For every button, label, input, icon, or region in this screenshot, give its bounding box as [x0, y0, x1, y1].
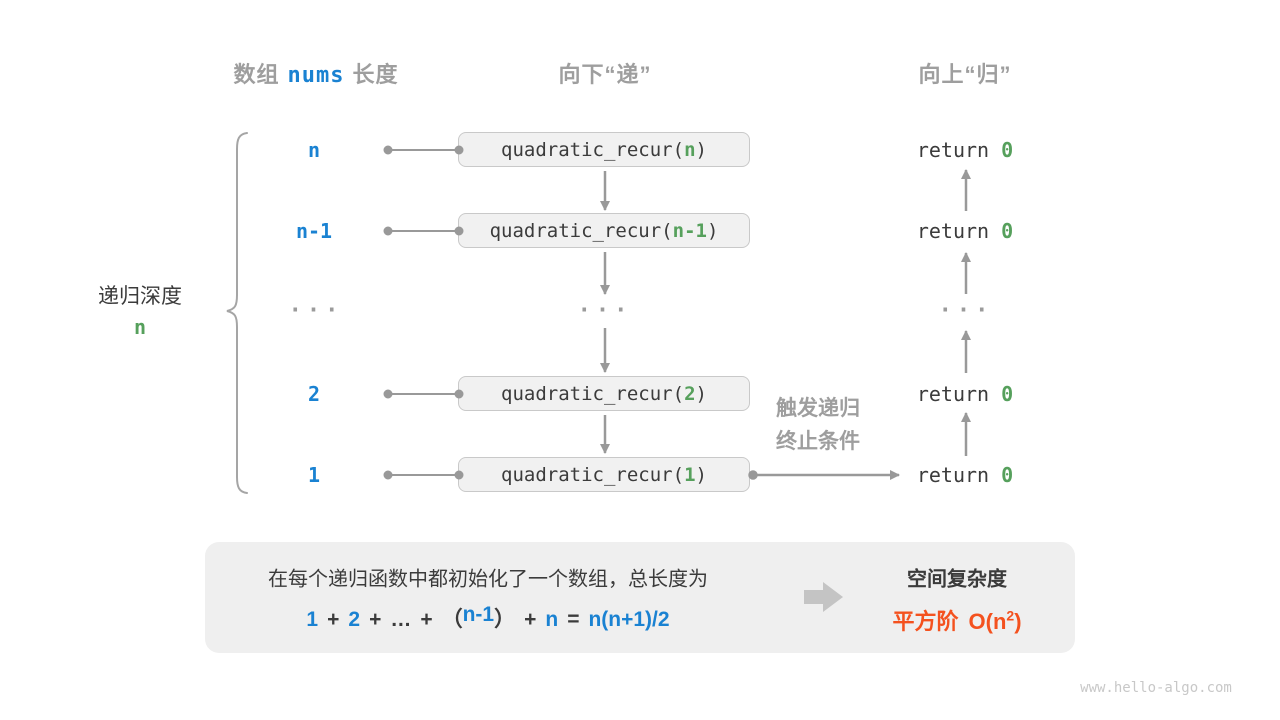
formula-token: n(n+1)/2: [588, 608, 670, 631]
complexity-title: 空间复杂度: [907, 568, 1007, 591]
call-fn: quadratic_recur(: [489, 219, 673, 242]
call-close: ): [695, 463, 707, 486]
formula-token: 1: [306, 608, 319, 631]
header-descend: 向下“递”: [558, 62, 652, 87]
call-close: ): [695, 382, 707, 405]
header-array-length: 数组 nums 长度: [233, 57, 398, 89]
return-keyword: return: [916, 463, 990, 487]
call-box-n: quadratic_recur(n): [458, 132, 750, 167]
length-ellipsis: ...: [288, 292, 344, 318]
formula-token: +: [369, 608, 382, 631]
call-box-1: quadratic_recur(1): [458, 457, 750, 492]
return-value: 0: [1001, 138, 1014, 162]
call-box-n-1: quadratic_recur(n-1): [458, 213, 750, 248]
big-o-suffix: ): [1014, 609, 1022, 634]
formula-token: …: [390, 608, 412, 631]
formula-paren-group: （ n-1 ）: [442, 603, 516, 633]
watermark: www.hello-algo.com: [1080, 680, 1232, 696]
return-statement: return 0: [917, 463, 1013, 487]
call-fn: quadratic_recur(: [501, 463, 685, 486]
trigger-note-line2: 终止条件: [776, 430, 860, 453]
return-keyword: return: [916, 138, 990, 162]
return-keyword: return: [916, 219, 990, 243]
call-arg: 2: [684, 382, 696, 405]
formula-token: =: [567, 608, 580, 631]
call-box-2: quadratic_recur(2): [458, 376, 750, 411]
return-statement: return 0: [917, 138, 1013, 162]
big-o-exponent: 2: [1006, 607, 1015, 624]
complexity-big-o: O(n2): [968, 607, 1022, 634]
length-label-2: 2: [307, 382, 321, 406]
recursion-depth-label: 递归深度: [98, 285, 182, 308]
call-arg: n: [684, 138, 696, 161]
formula-token: +: [420, 608, 433, 631]
return-statement: return 0: [917, 219, 1013, 243]
return-ellipsis: ...: [938, 292, 994, 318]
trigger-note-line1: 触发递归: [776, 397, 860, 420]
formula-token: +: [524, 608, 537, 631]
return-keyword: return: [916, 382, 990, 406]
call-arg: 1: [684, 463, 696, 486]
call-ellipsis: ...: [577, 292, 633, 318]
call-close: ): [706, 219, 719, 242]
call-close: ): [695, 138, 707, 161]
return-value: 0: [1001, 382, 1014, 406]
formula-token: n-1: [462, 603, 495, 626]
formula-token: 2: [348, 608, 361, 631]
formula-token: +: [327, 608, 340, 631]
header-array-prefix: 数组: [233, 62, 280, 87]
return-value: 0: [1001, 219, 1014, 243]
return-statement: return 0: [917, 382, 1013, 406]
complexity-class: 平方阶: [892, 609, 959, 634]
summary-description: 在每个递归函数中都初始化了一个数组，总长度为: [268, 568, 708, 591]
length-label-n-1: n-1: [295, 219, 333, 243]
formula-token: n: [545, 608, 559, 631]
recursion-depth-value: n: [133, 315, 147, 339]
call-arg: n-1: [672, 219, 707, 242]
complexity-value: 平方阶 O(n2): [892, 604, 1021, 636]
header-ascend: 向上“归”: [918, 62, 1012, 87]
header-array-suffix: 长度: [352, 62, 399, 87]
length-label-n: n: [307, 138, 321, 162]
summary-formula: 1 + 2 + … + （ n-1 ） + n = n(n+1)/2: [306, 603, 669, 633]
formula-token: ）: [494, 608, 516, 631]
formula-token: （: [441, 608, 463, 631]
call-fn: quadratic_recur(: [501, 138, 685, 161]
connector-lines: [383, 145, 464, 480]
header-array-code: nums: [287, 63, 345, 88]
call-fn: quadratic_recur(: [501, 382, 685, 405]
trigger-note: 触发递归 终止条件: [776, 392, 860, 458]
return-value: 0: [1001, 463, 1014, 487]
big-o-prefix: O(n: [968, 609, 1007, 634]
length-label-1: 1: [307, 463, 321, 487]
depth-brace: [226, 132, 248, 494]
trigger-arrow: [748, 470, 900, 480]
summary-panel: 在每个递归函数中都初始化了一个数组，总长度为 1 + 2 + … + （ n-1…: [205, 542, 1075, 653]
